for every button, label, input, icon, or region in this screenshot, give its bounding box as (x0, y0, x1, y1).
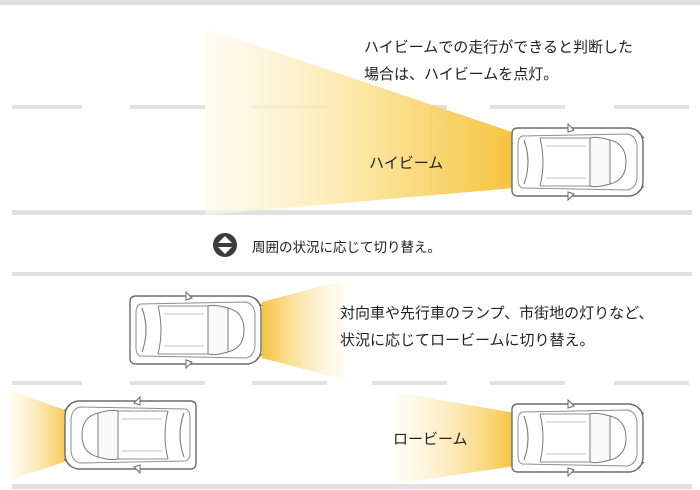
high-beam-light (205, 28, 515, 215)
low-beam-light (10, 390, 70, 480)
car-low-beam (511, 399, 645, 477)
road-edge-line (12, 484, 692, 489)
low-beam-label: ロービーム (393, 430, 468, 448)
bottom-road (12, 272, 692, 489)
caption-line: ハイビームでの走行ができると判断した (364, 38, 633, 56)
high-beam-label: ハイビーム (369, 154, 444, 172)
car-high-beam (511, 123, 645, 201)
caption-line: 状況に応じてロービームに切り替え。 (340, 331, 595, 349)
road-edge-line (0, 0, 700, 5)
low-beam-light (262, 280, 345, 380)
lane-dashes (12, 381, 689, 385)
high-beam-caption: ハイビームでの走行ができると判断した 場合は、ハイビームを点灯。 (364, 34, 633, 88)
caption-line: 対向車や先行車のランプ、市街地の灯りなど、 (340, 304, 654, 322)
road-edge-line (12, 210, 692, 215)
car-upper-lane (129, 291, 263, 369)
road-edge-line (12, 272, 692, 276)
up-down-arrows-icon (213, 233, 237, 257)
switch-note: 周囲の状況に応じて切り替え。 (252, 240, 441, 256)
car-oncoming (63, 396, 197, 474)
caption-line: 場合は、ハイビームを点灯。 (364, 65, 559, 83)
low-beam-light (395, 392, 515, 484)
low-beam-caption: 対向車や先行車のランプ、市街地の灯りなど、 状況に応じてロービームに切り替え。 (340, 300, 653, 354)
